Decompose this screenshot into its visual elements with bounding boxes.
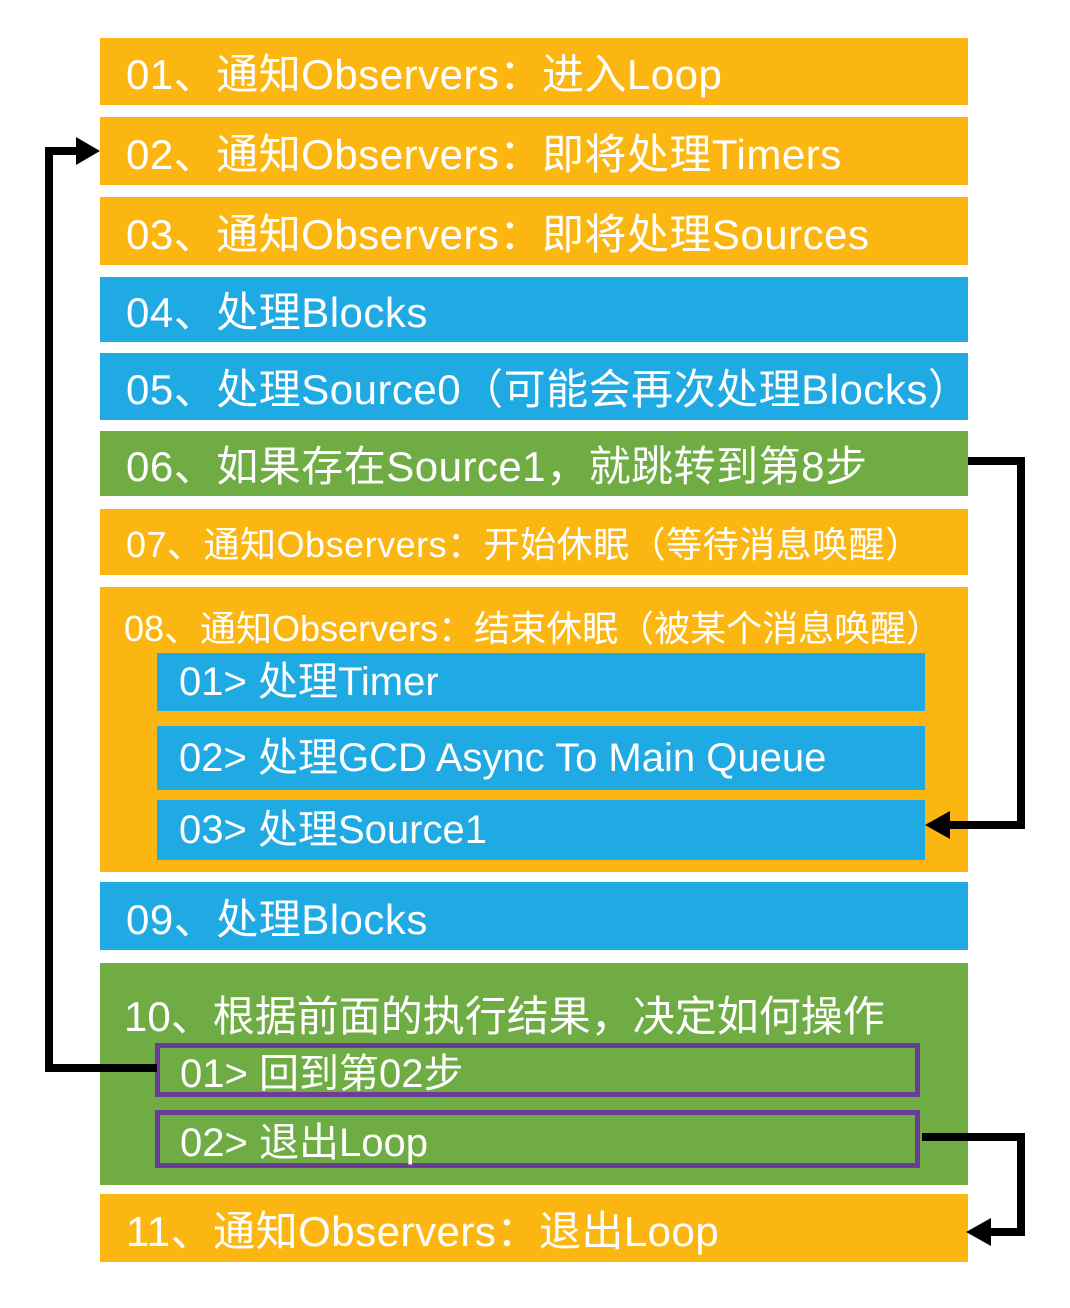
step-01-bar: 01、通知Observers：进入Loop bbox=[100, 38, 968, 105]
step-02-bar: 02、通知Observers：即将处理Timers bbox=[100, 117, 968, 185]
step-03-label: 03、通知Observers：即将处理Sources bbox=[126, 210, 870, 258]
step-08-sub-01-bar: 01> 处理Timer bbox=[157, 653, 925, 711]
loop-back-arrowhead-icon bbox=[76, 137, 100, 165]
step-05-bar: 05、处理Source0（可能会再次处理Blocks） bbox=[100, 353, 971, 420]
step-10-sub-01-label: 01> 回到第02步 bbox=[180, 1052, 464, 1096]
step-09-label: 09、处理Blocks bbox=[126, 895, 428, 943]
loop-back-arrow-top-segment bbox=[45, 147, 78, 155]
step-11-bar: 11、通知Observers：退出Loop bbox=[100, 1194, 968, 1262]
step-10-bar: 10、根据前面的执行结果，决定如何操作 01> 回到第02步 02> 退出Loo… bbox=[100, 963, 968, 1185]
jump-arrowhead-icon bbox=[925, 811, 950, 839]
step-04-bar: 04、处理Blocks bbox=[100, 277, 968, 342]
step-08-sub-03-label: 03> 处理Source1 bbox=[179, 808, 487, 852]
step-07-label: 07、通知Observers：开始休眠（等待消息唤醒） bbox=[126, 524, 922, 565]
step-10-label: 10、根据前面的执行结果，决定如何操作 bbox=[124, 993, 885, 1040]
step-10-sub-02-label: 02> 退出Loop bbox=[180, 1121, 428, 1165]
step-11-label: 11、通知Observers：退出Loop bbox=[126, 1207, 720, 1255]
step-08-sub-02-bar: 02> 处理GCD Async To Main Queue bbox=[157, 726, 925, 790]
step-01-label: 01、通知Observers：进入Loop bbox=[126, 51, 723, 98]
exit-arrow-bottom-segment bbox=[990, 1228, 1025, 1236]
step-09-bar: 09、处理Blocks bbox=[100, 882, 968, 950]
step-08-sub-02-label: 02> 处理GCD Async To Main Queue bbox=[179, 736, 827, 780]
step-06-bar: 06、如果存在Source1，就跳转到第8步 bbox=[100, 431, 968, 496]
exit-arrow-top-segment bbox=[922, 1133, 1025, 1141]
loop-back-arrow-bottom-segment bbox=[45, 1064, 157, 1072]
step-08-bar: 08、通知Observers：结束休眠（被某个消息唤醒） 01> 处理Timer… bbox=[100, 587, 968, 872]
step-10-sub-01-bar: 01> 回到第02步 bbox=[155, 1043, 920, 1097]
jump-arrow-top-segment bbox=[968, 457, 1025, 465]
jump-arrow-bottom-segment bbox=[948, 821, 1025, 829]
exit-arrow-vertical bbox=[1017, 1133, 1025, 1236]
jump-arrow-vertical bbox=[1017, 457, 1025, 829]
exit-arrowhead-icon bbox=[966, 1218, 991, 1246]
step-07-bar: 07、通知Observers：开始休眠（等待消息唤醒） bbox=[100, 509, 968, 575]
step-04-label: 04、处理Blocks bbox=[126, 289, 428, 336]
step-02-label: 02、通知Observers：即将处理Timers bbox=[126, 130, 842, 178]
step-06-label: 06、如果存在Source1，就跳转到第8步 bbox=[126, 443, 868, 490]
step-05-label: 05、处理Source0（可能会再次处理Blocks） bbox=[126, 366, 971, 413]
step-10-sub-02-bar: 02> 退出Loop bbox=[155, 1110, 920, 1168]
loop-back-arrow-vertical bbox=[45, 147, 53, 1072]
step-08-sub-03-bar: 03> 处理Source1 bbox=[157, 800, 925, 860]
step-03-bar: 03、通知Observers：即将处理Sources bbox=[100, 197, 968, 265]
step-08-label: 08、通知Observers：结束休眠（被某个消息唤醒） bbox=[124, 608, 943, 649]
step-08-sub-01-label: 01> 处理Timer bbox=[179, 660, 439, 704]
